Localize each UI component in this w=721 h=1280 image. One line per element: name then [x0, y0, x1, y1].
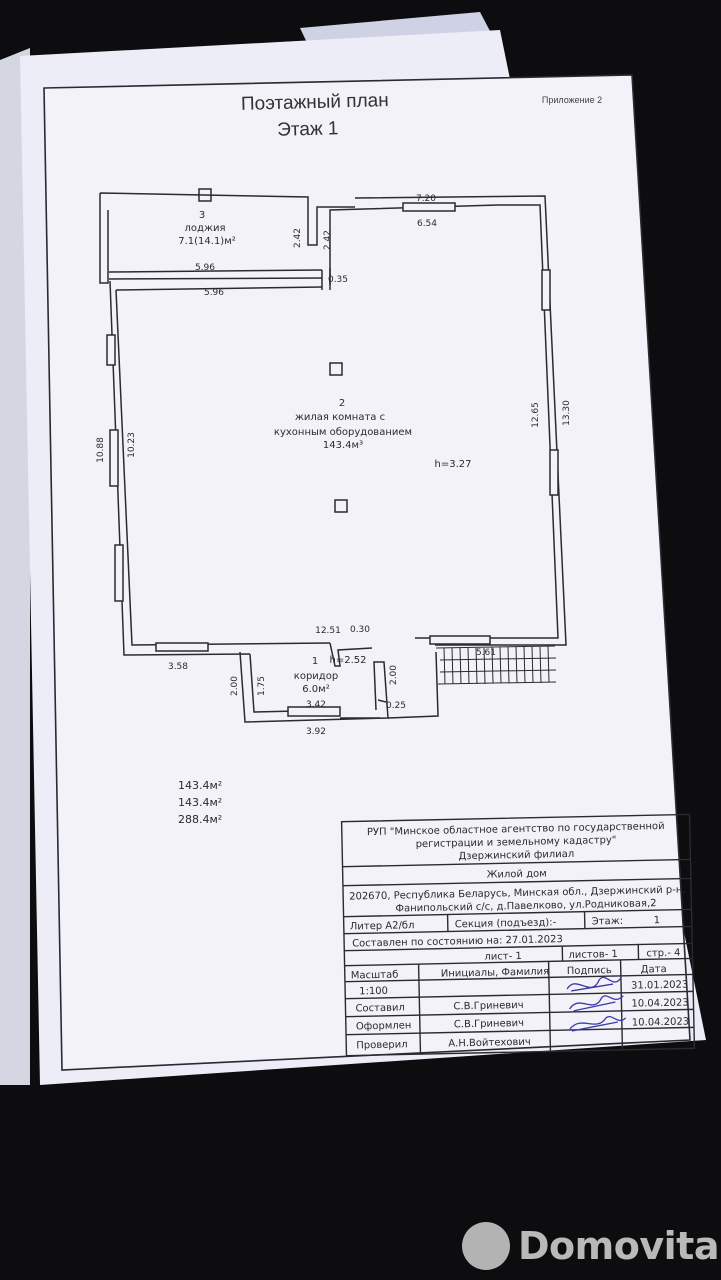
plan-title: Поэтажный план	[241, 90, 389, 115]
stamp-row-role-3: Проверил	[356, 1039, 408, 1051]
dim-corr-left-inner: 1.75	[257, 676, 267, 696]
dim-door-1: 2.42	[293, 228, 303, 248]
loggia-area: 7.1(14.1)м²	[178, 236, 236, 247]
dim-left-outer: 10.88	[96, 437, 106, 463]
dim-bottom-030: 0.30	[350, 625, 370, 635]
appendix-label: Приложение 2	[542, 95, 602, 105]
corridor-area: 6.0м²	[302, 684, 329, 695]
dim-stairs: 5.61	[476, 648, 496, 658]
dim-corr-right: 2.00	[389, 665, 399, 685]
domovita-watermark: Domovita	[462, 1222, 719, 1270]
living-name-1: жилая комната с	[295, 412, 385, 423]
stamp-row-role-2: Оформлен	[356, 1020, 412, 1032]
loggia-number: 3	[199, 210, 205, 221]
stamp-section: Секция (подъезд):-	[455, 917, 557, 930]
left-window-3	[114, 544, 124, 602]
dim-corr-inner: 3.42	[306, 700, 326, 710]
stamp-row-name-3: А.Н.Войтехович	[448, 1037, 531, 1050]
stamp-state: Составлен по состоянию на: 27.01.2023	[352, 934, 563, 949]
stamp-floor-value: 1	[654, 915, 661, 926]
stamp-row-role-1: Составил	[355, 1002, 405, 1014]
dim-bottom-1251: 12.51	[315, 626, 341, 636]
corridor-name: коридор	[294, 671, 338, 682]
dim-loggia-outer: 5.96	[195, 263, 215, 273]
room-outer-walls	[109, 195, 567, 656]
floor-plan	[99, 188, 567, 723]
living-height: h=3.27	[435, 459, 472, 470]
total-1: 143.4м²	[178, 779, 222, 792]
stamp-col-date: Дата	[641, 964, 667, 976]
right-window-2	[549, 449, 559, 496]
living-number: 2	[339, 398, 345, 409]
dim-top-inner: 6.54	[417, 219, 437, 229]
dim-top-outer: 7.20	[416, 194, 436, 204]
loggia-front-wall-inner	[108, 277, 323, 280]
dim-left-inner: 10.23	[127, 432, 137, 458]
dim-corr-left-outer: 2.00	[230, 676, 240, 696]
dim-loggia-inner: 5.96	[204, 288, 224, 298]
stamp-liter: Литер А2/бл	[350, 920, 415, 932]
dim-bottom-left: 3.58	[168, 662, 188, 672]
stamp-scale-value: 1:100	[359, 986, 388, 998]
dim-door-2: 2.42	[323, 230, 333, 250]
left-window-2	[109, 429, 119, 487]
stamp-scale-label: Масштаб	[351, 970, 399, 982]
dim-right-inner: 12.65	[531, 402, 541, 428]
stamp-address-2: Фанипольский с/с, д.Павелково, ул.Родник…	[395, 898, 656, 914]
corridor-height: h=2.52	[330, 655, 367, 666]
bottom-window-1	[155, 642, 209, 652]
signatures	[566, 976, 627, 1032]
stamp-row-name-2: С.В.Гриневич	[454, 1018, 524, 1030]
stamp-sheet: лист- 1	[484, 951, 522, 963]
top-window	[402, 202, 456, 212]
porch-outline	[387, 651, 439, 719]
stamp-org-2: регистрации и земельному кадастру"	[416, 835, 617, 850]
right-window-1	[541, 269, 551, 311]
total-3: 288.4м²	[178, 813, 222, 826]
title-stamp: РУП "Минское областное агентство по госу…	[340, 813, 696, 1057]
floor-title: Этаж 1	[277, 118, 339, 141]
stamp-row-date-3: 10.04.2023	[632, 1016, 689, 1028]
background-paper-edge	[0, 48, 30, 1085]
loggia-name: лоджия	[185, 223, 226, 234]
room-inner-walls	[115, 204, 559, 646]
loggia-front-wall	[108, 269, 323, 273]
corridor-window	[287, 706, 341, 717]
drawing-frame	[43, 74, 691, 1071]
room-column-1	[329, 362, 343, 376]
dim-corr-outer: 3.92	[306, 727, 326, 737]
loggia-column	[198, 188, 212, 202]
corridor-walls	[239, 642, 389, 723]
stamp-object: Жилой дом	[487, 868, 547, 880]
corridor-number: 1	[312, 656, 318, 667]
stamp-sheets: листов- 1	[568, 949, 618, 961]
watermark-logo-icon	[462, 1222, 510, 1270]
stamp-row-date-2: 10.04.2023	[631, 997, 688, 1009]
living-area: 143.4м³	[323, 440, 363, 451]
loggia-walls	[99, 192, 355, 284]
room-column-2	[334, 499, 348, 513]
dim-right-outer: 13.30	[562, 400, 572, 426]
dim-corr-025: 0.25	[386, 701, 406, 711]
corridor-door-swing	[377, 699, 387, 703]
room-inner-wall-top	[115, 286, 323, 291]
watermark-text: Domovita	[518, 1224, 719, 1268]
dim-wall-035: 0.35	[328, 275, 348, 285]
stairs	[435, 645, 557, 685]
total-2: 143.4м²	[178, 796, 222, 809]
stamp-org-3: Дзержинский филиал	[458, 849, 574, 862]
stamp-col-sign: Подпись	[567, 965, 612, 977]
stamp-floor-label: Этаж:	[592, 916, 624, 928]
left-window-1	[106, 334, 116, 366]
bottom-window-2	[429, 635, 491, 645]
living-name-2: кухонным оборудованием	[274, 427, 412, 438]
stamp-row-date-1: 31.01.2023	[631, 979, 688, 991]
stamp-col-initials: Инициалы, Фамилия	[441, 966, 549, 979]
stamp-page: стр.- 4	[646, 948, 680, 960]
stamp-row-name-1: С.В.Гриневич	[453, 1000, 523, 1012]
